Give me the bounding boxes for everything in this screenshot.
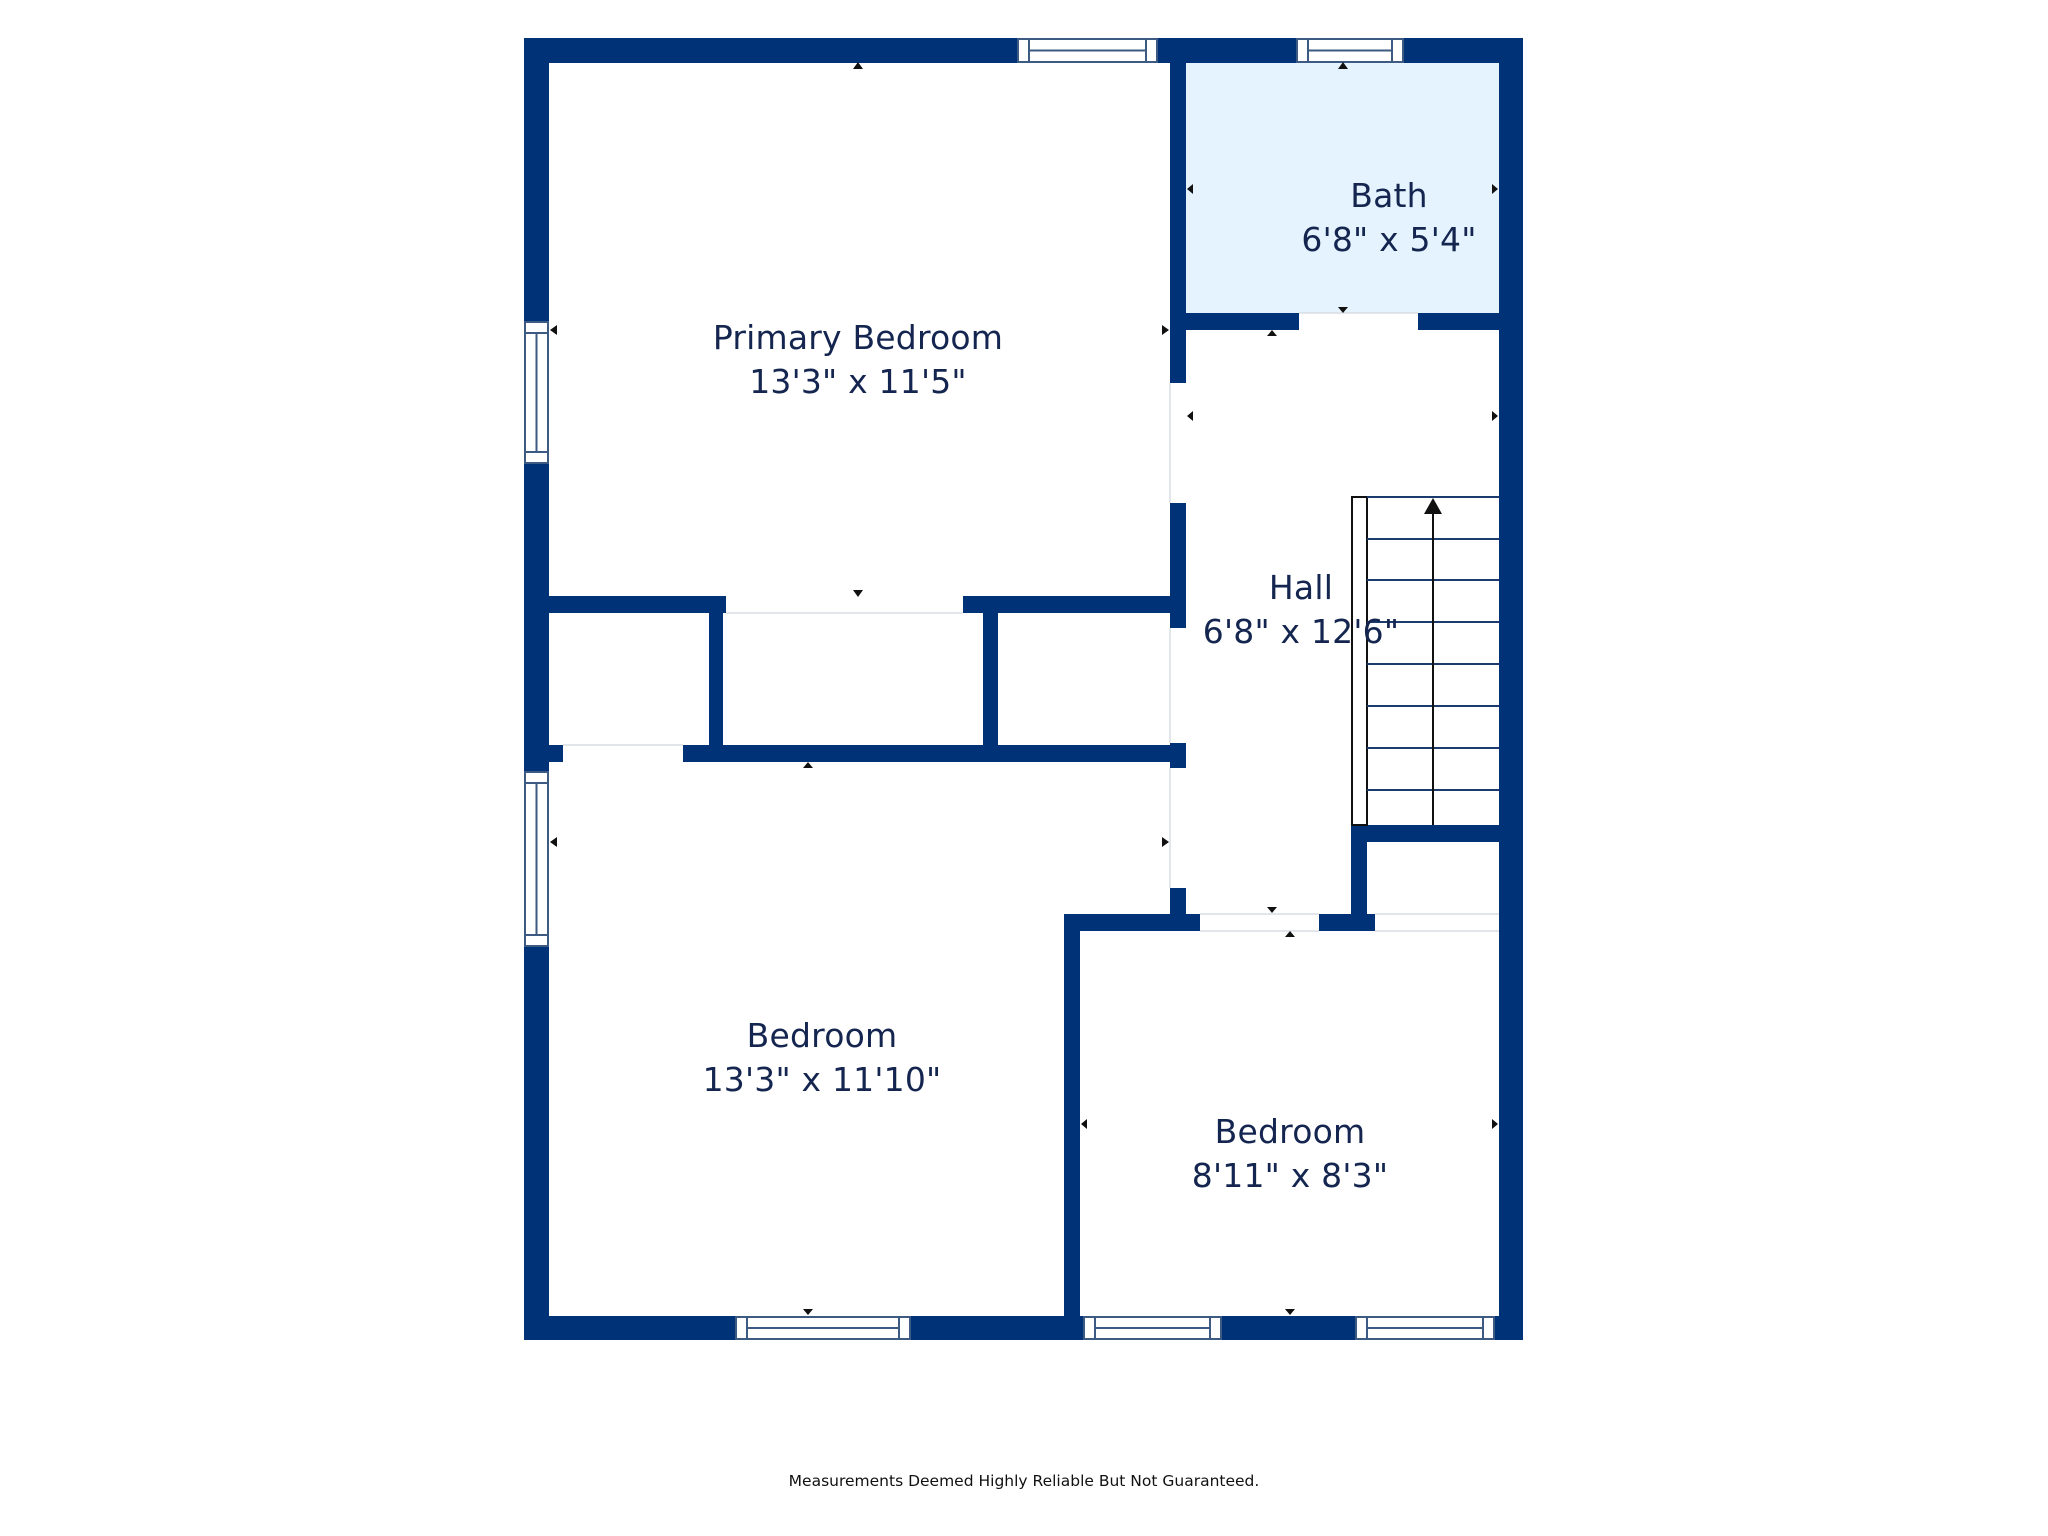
- marker-down-icon: [1338, 307, 1348, 313]
- room-dimensions: 8'11" x 8'3": [1191, 1156, 1389, 1195]
- stair-up-arrow-icon: [1424, 498, 1442, 514]
- room-name: Bath: [1350, 176, 1428, 215]
- wall-under-stairs: [1351, 825, 1499, 842]
- room-label-bedroom-large: Bedroom 13'3" x 11'10": [703, 1014, 942, 1102]
- window-top-bath: [1296, 38, 1404, 63]
- disclaimer-footer: Measurements Deemed Highly Reliable But …: [788, 1472, 1260, 1490]
- marker-left-icon: [550, 325, 557, 335]
- room-dimensions: 13'3" x 11'10": [702, 1060, 942, 1099]
- wall-closet-divider-1: [709, 596, 723, 762]
- wall-bath-bottom-left: [1186, 313, 1299, 330]
- window-left-primary: [524, 321, 549, 464]
- marker-up-icon: [1267, 330, 1277, 336]
- wall-bedroom2-top-mid: [1319, 914, 1375, 931]
- marker-left-icon: [1081, 1119, 1087, 1129]
- outer-wall-left: [524, 38, 549, 1340]
- marker-up-icon: [1338, 62, 1348, 69]
- room-dimensions: 13'3" x 11'5": [749, 362, 967, 401]
- wall-bedroom2-left: [1064, 914, 1080, 1340]
- window-top-primary: [1017, 38, 1158, 63]
- marker-left-icon: [1187, 184, 1193, 194]
- room-label-bath: Bath 6'8" x 5'4": [1301, 174, 1476, 262]
- marker-up-icon: [1285, 931, 1295, 937]
- window-bottom-bedroom-2b: [1355, 1316, 1495, 1340]
- wall-closet-top-left: [524, 596, 726, 613]
- measurement-markers: [550, 62, 1498, 1315]
- door-thresholds: [563, 312, 1499, 932]
- outer-wall-right: [1499, 38, 1523, 1340]
- wall-central-1: [1170, 38, 1186, 383]
- staircase: [1351, 496, 1499, 826]
- marker-down-icon: [853, 590, 863, 597]
- room-name: Primary Bedroom: [712, 318, 1004, 357]
- wall-bedroom2-top-left: [1064, 914, 1200, 931]
- wall-closet-divider-2: [983, 596, 998, 762]
- wall-bath-bottom-right: [1418, 313, 1499, 330]
- wall-closet-bottom-right: [683, 745, 1186, 762]
- marker-left-icon: [1187, 411, 1193, 421]
- room-label-hall: Hall 6'8" x 12'6": [1203, 566, 1399, 654]
- window-bottom-bedroom-1: [735, 1316, 911, 1340]
- room-name: Bedroom: [1214, 1112, 1366, 1151]
- wall-closet-bottom-left: [524, 745, 563, 762]
- bath-floor: [1186, 63, 1499, 313]
- marker-right-icon: [1492, 411, 1498, 421]
- marker-down-icon: [803, 1309, 813, 1315]
- room-dimensions: 6'8" x 12'6": [1202, 612, 1400, 651]
- room-label-primary-bedroom: Primary Bedroom 13'3" x 11'5": [713, 316, 1003, 404]
- room-dimensions: 6'8" x 5'4": [1301, 220, 1477, 259]
- marker-right-icon: [1492, 1119, 1498, 1129]
- marker-right-icon: [1162, 837, 1169, 847]
- windows: [524, 38, 1495, 1340]
- wall-closet-top-right: [963, 596, 1186, 613]
- wall-linen-left: [1351, 825, 1367, 931]
- stair-rail: [1351, 496, 1368, 826]
- room-name: Bedroom: [746, 1016, 898, 1055]
- marker-up-icon: [803, 762, 813, 768]
- marker-right-icon: [1492, 184, 1498, 194]
- marker-down-icon: [1285, 1309, 1295, 1315]
- marker-up-icon: [853, 62, 863, 69]
- window-bottom-bedroom-2a: [1083, 1316, 1222, 1340]
- marker-down-icon: [1267, 907, 1277, 913]
- window-left-bedroom: [524, 771, 549, 947]
- room-name: Hall: [1268, 568, 1334, 607]
- marker-right-icon: [1162, 325, 1169, 335]
- room-label-bedroom-small: Bedroom 8'11" x 8'3": [1192, 1110, 1388, 1198]
- marker-left-icon: [550, 837, 557, 847]
